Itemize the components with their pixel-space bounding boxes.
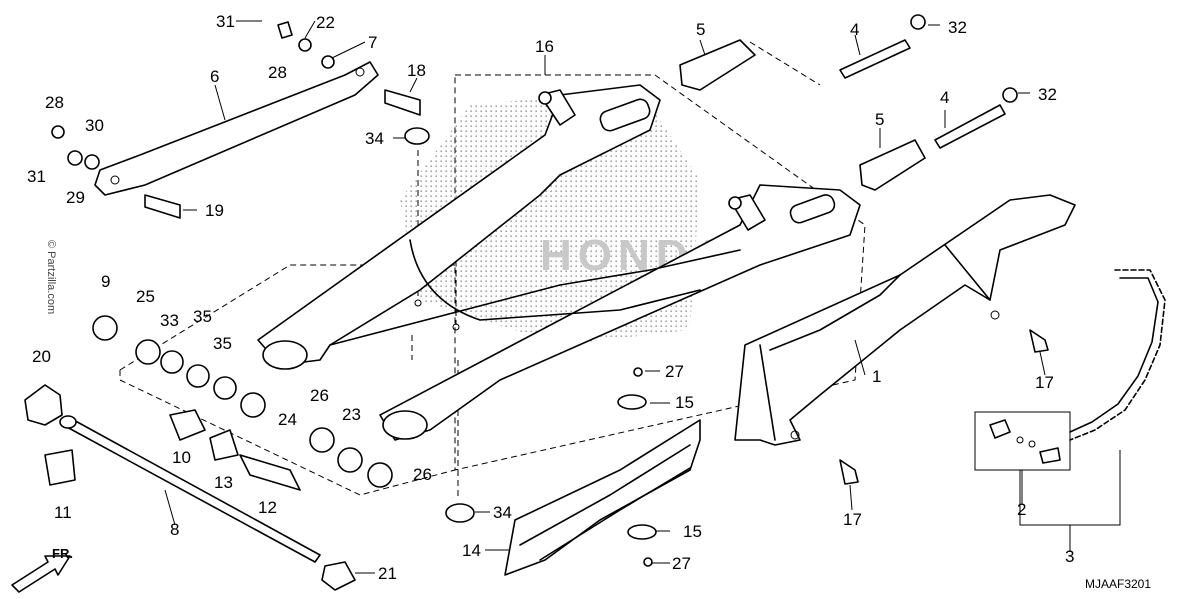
swingarm (257, 84, 861, 441)
callout-14: 14 (462, 541, 481, 560)
callout-5a: 5 (696, 20, 705, 39)
callout-29: 29 (66, 188, 85, 207)
callout-34a: 34 (365, 129, 384, 148)
callout-23: 23 (342, 405, 361, 424)
callout-26a: 26 (310, 386, 329, 405)
callout-22: 22 (316, 13, 335, 32)
callout-30: 30 (85, 116, 104, 135)
callout-26b: 26 (413, 465, 432, 484)
callout-15b: 15 (683, 522, 702, 541)
callout-18: 18 (407, 61, 426, 80)
callout-33: 33 (160, 311, 179, 330)
callout-8: 8 (170, 520, 179, 539)
callout-12: 12 (258, 498, 277, 517)
pivot-bolt (24, 384, 356, 591)
bearings-and-collars (92, 315, 393, 491)
callout-31b: 31 (27, 167, 46, 186)
callout-11: 11 (54, 503, 72, 522)
fasteners (51, 21, 1061, 567)
callout-20: 20 (32, 347, 51, 366)
callout-16: 16 (535, 37, 554, 56)
drive-chain (1069, 269, 1166, 441)
callout-28b: 28 (45, 93, 64, 112)
callout-32b: 32 (1038, 85, 1057, 104)
callout-2: 2 (1017, 500, 1026, 519)
callout-35b: 35 (213, 334, 232, 353)
callout-31a: 31 (216, 12, 235, 31)
callout-35a: 35 (193, 307, 212, 326)
callout-7: 7 (368, 33, 377, 52)
callout-25: 25 (136, 287, 155, 306)
callout-6: 6 (210, 67, 219, 86)
callout-4a: 4 (850, 20, 859, 39)
callout-27a: 27 (665, 362, 684, 381)
callout-1: 1 (872, 367, 881, 386)
torque-rod (94, 61, 379, 196)
callout-15a: 15 (675, 393, 694, 412)
diagram-code: MJAAF3201 (1085, 577, 1151, 591)
callout-5b: 5 (875, 110, 884, 129)
callout-19: 19 (205, 201, 224, 220)
callout-24: 24 (278, 410, 297, 429)
callout-28a: 28 (268, 63, 287, 82)
callout-27b: 27 (672, 554, 691, 573)
callout-10: 10 (172, 448, 191, 467)
chain-adjusters (679, 14, 1018, 191)
leader-lines (164, 20, 1071, 574)
callout-13: 13 (214, 473, 233, 492)
callout-numbers: 1 2 3 4 4 5 5 6 7 8 9 10 11 12 13 14 15 … (27, 12, 1074, 583)
direction-label: FR. (52, 546, 73, 561)
chain-case (734, 194, 1076, 446)
callout-32a: 32 (948, 18, 967, 37)
callout-34b: 34 (493, 503, 512, 522)
callout-4b: 4 (940, 88, 949, 107)
callout-17a: 17 (1035, 373, 1054, 392)
callout-17b: 17 (843, 510, 862, 529)
front-direction-arrow-icon: FR. (11, 546, 73, 593)
callout-3: 3 (1065, 547, 1074, 566)
partzilla-watermark: © Partzilla.com (45, 240, 57, 314)
chain-slider (504, 419, 701, 576)
callout-9: 9 (101, 272, 110, 291)
callout-21: 21 (378, 564, 397, 583)
